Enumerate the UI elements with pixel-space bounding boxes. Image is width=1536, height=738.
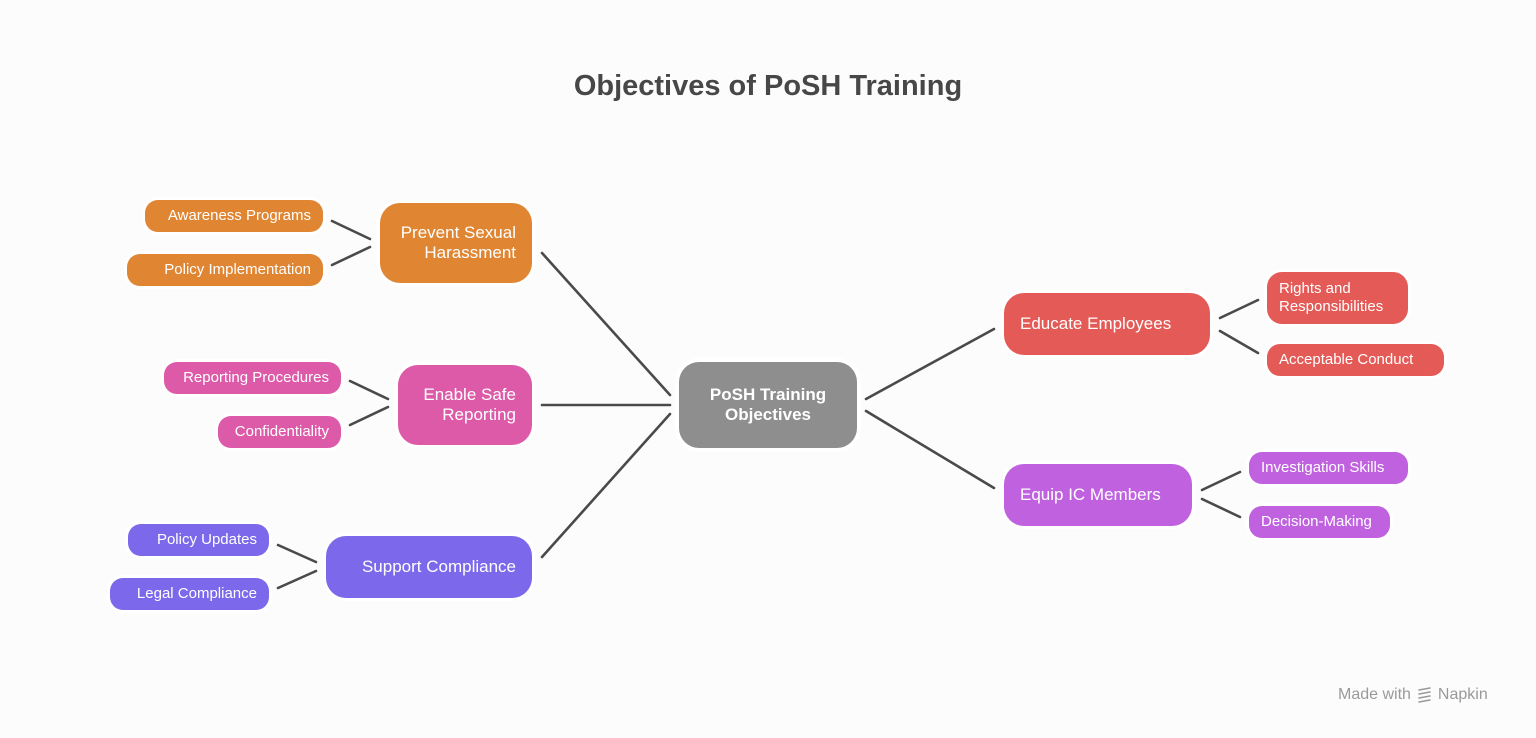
leaf-acceptable-conduct: Acceptable Conduct xyxy=(1267,344,1444,376)
leaf-rights-and-responsibilities: Rights and Responsibilities xyxy=(1267,272,1408,324)
connector-prevent-center xyxy=(540,251,672,397)
leaf-legal-compliance: Legal Compliance xyxy=(110,578,269,610)
leaf-reporting-procedures: Reporting Procedures xyxy=(164,362,341,394)
branch-support-compliance: Support Compliance xyxy=(326,536,532,598)
branch-compliance-label: Support Compliance xyxy=(361,556,516,576)
leaf-decision-making: Decision-Making xyxy=(1249,506,1390,538)
leaf-investigation-skills: Investigation Skills xyxy=(1249,452,1408,484)
branch-reporting-label: Enable Safe Reporting xyxy=(423,384,516,424)
connector-center-educate xyxy=(864,327,996,401)
leaf-awareness-programs: Awareness Programs xyxy=(145,200,323,232)
connector-reporting-procedures xyxy=(348,379,390,401)
connector-compliance-center xyxy=(540,412,672,559)
watermark-brand: Napkin xyxy=(1437,686,1488,703)
branch-educate-label: Educate Employees xyxy=(1020,313,1172,333)
diagram-title: Objectives of PoSH Training xyxy=(573,70,963,102)
branch-equip-ic-members: Equip IC Members xyxy=(1004,464,1192,526)
branch-prevent-label: Prevent Sexual Harassment xyxy=(400,222,516,262)
branch-prevent-sexual-harassment: Prevent Sexual Harassment xyxy=(380,203,532,283)
made-with-napkin-watermark[interactable]: Made with Napkin xyxy=(1338,686,1488,704)
connector-rights xyxy=(1218,298,1260,320)
connector-legal-compliance xyxy=(276,569,318,590)
center-label: PoSH Training Objectives xyxy=(709,384,827,424)
connector-investigation xyxy=(1200,470,1242,492)
branch-enable-safe-reporting: Enable Safe Reporting xyxy=(398,365,532,445)
center-node: PoSH Training Objectives xyxy=(679,362,857,448)
connector-policy-impl xyxy=(330,245,372,267)
connector-awareness xyxy=(330,219,372,241)
connector-center-equip xyxy=(864,409,996,490)
connector-acceptable xyxy=(1218,329,1260,355)
napkin-logo-icon xyxy=(1418,687,1431,703)
leaf-policy-implementation: Policy Implementation xyxy=(127,254,323,286)
branch-equip-label: Equip IC Members xyxy=(1020,484,1161,504)
connector-policy-updates xyxy=(276,543,318,564)
connector-confidentiality xyxy=(348,405,390,427)
branch-educate-employees: Educate Employees xyxy=(1004,293,1210,355)
connector-decision xyxy=(1200,497,1242,519)
leaf-confidentiality: Confidentiality xyxy=(218,416,341,448)
leaf-policy-updates: Policy Updates xyxy=(128,524,269,556)
watermark-prefix: Made with xyxy=(1338,686,1411,703)
